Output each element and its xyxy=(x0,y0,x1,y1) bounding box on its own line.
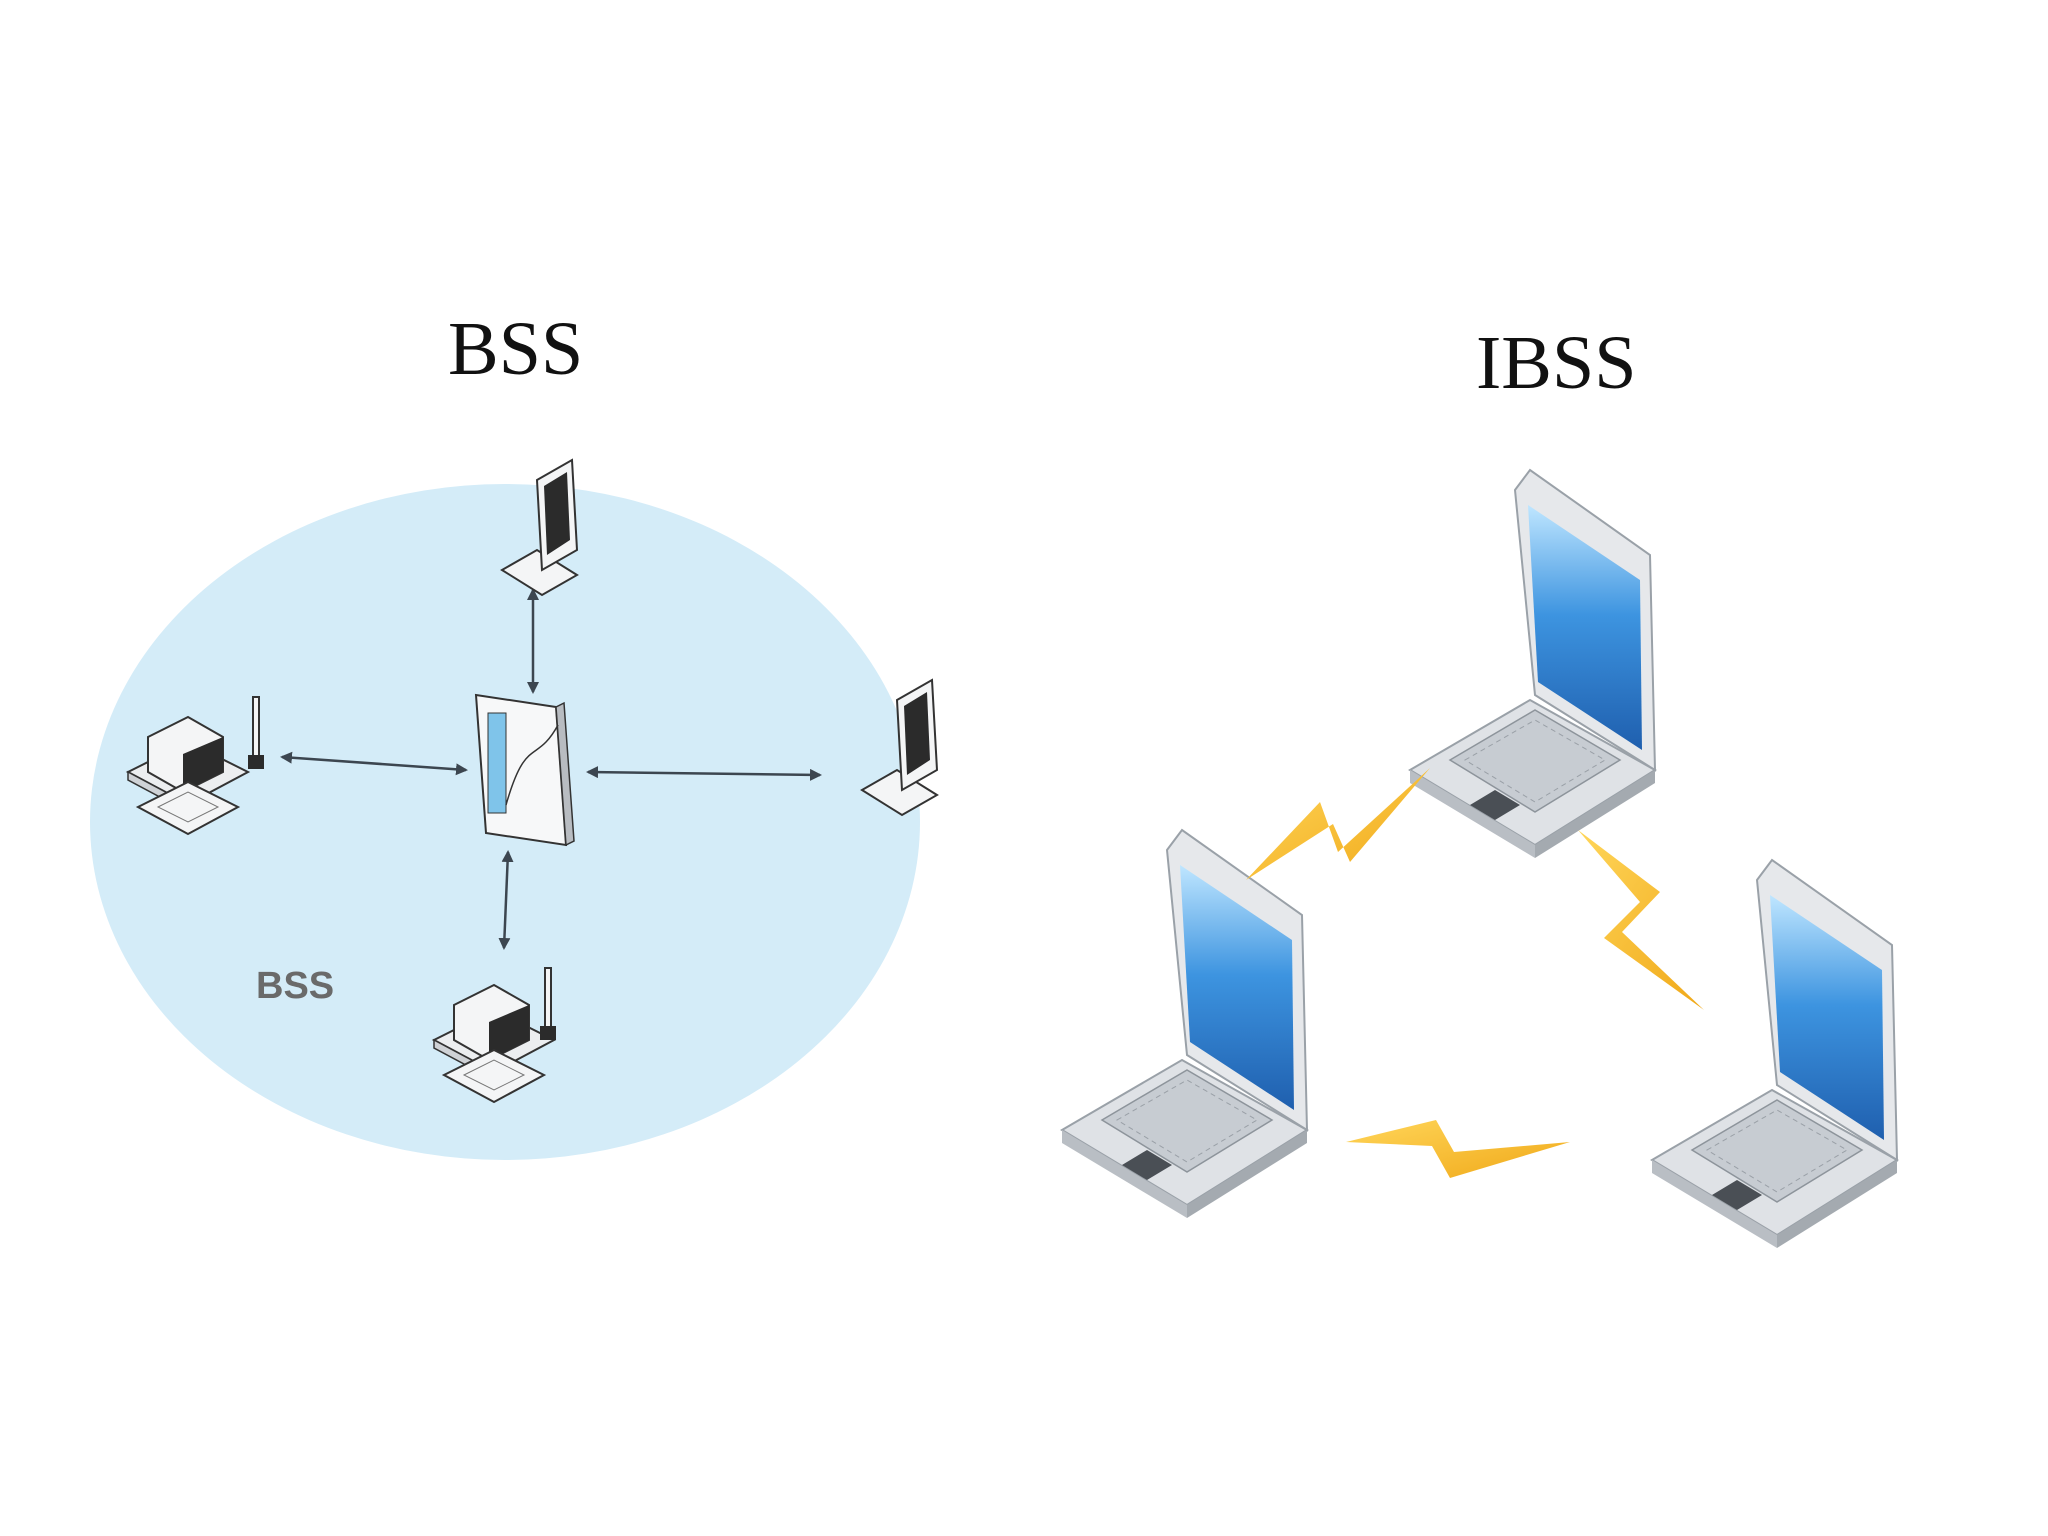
ibss-title: IBSS xyxy=(1476,321,1637,405)
bss-title: BSS xyxy=(448,307,584,391)
bss-link-arrow-bottom xyxy=(498,850,514,950)
bss-link-arrow-right xyxy=(586,766,822,781)
laptop-icon xyxy=(1651,859,1898,1249)
lightning-bolt-icon xyxy=(1578,830,1704,1010)
laptop-icon xyxy=(1061,829,1308,1219)
lightning-bolt-icon xyxy=(1346,1120,1570,1178)
laptop-icon xyxy=(1409,469,1656,859)
lightning-bolt-icon xyxy=(1246,768,1430,880)
access-point-icon xyxy=(474,693,575,847)
bss-link-arrow-left xyxy=(280,751,468,776)
bss-inner-label: BSS xyxy=(256,965,334,1007)
